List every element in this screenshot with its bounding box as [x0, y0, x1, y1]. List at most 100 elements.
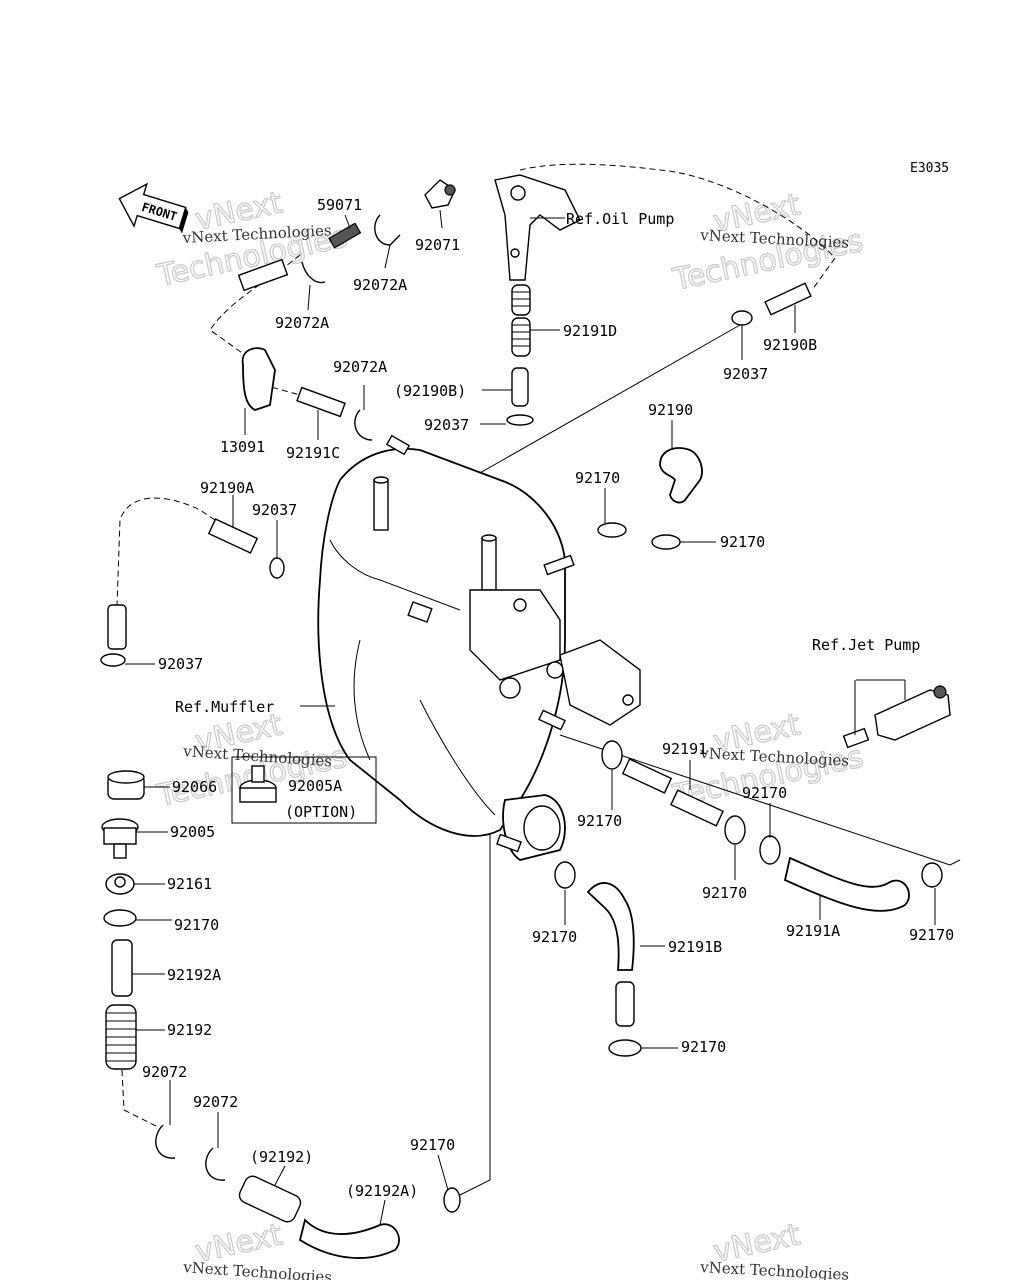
bracket-hole [510, 185, 526, 201]
clamp-92170-k [608, 1039, 642, 1057]
hose-92191-lower [670, 789, 724, 827]
label-92190B: 92190B [763, 336, 817, 354]
fitting-59071 [328, 222, 362, 249]
muffler-pipe-2 [481, 537, 497, 591]
fitting-92005 [101, 818, 139, 859]
jet-pump-body [874, 689, 951, 741]
hose-route-top [519, 163, 836, 291]
drain-line [459, 820, 491, 1196]
leader-jet-pump [854, 679, 906, 735]
option-fitting-body [239, 787, 277, 803]
label-92170-g: 92170 [742, 784, 787, 802]
spring-body [238, 1175, 302, 1223]
watermark-small: vNext Technologies [699, 1258, 850, 1280]
jet-pump-nipple [842, 727, 870, 749]
spring-upper [511, 284, 531, 316]
muffler-flange [559, 639, 641, 726]
label-92005: 92005 [170, 823, 215, 841]
spring-lower [511, 317, 531, 357]
muffler-edge [419, 699, 496, 816]
clip-shape [301, 261, 326, 284]
clip-92072A-top [374, 214, 401, 246]
jet-pump-cap [933, 685, 947, 699]
leader-92072A-left [307, 284, 311, 311]
part-13091 [241, 347, 276, 411]
label-92170-h: 92170 [532, 928, 577, 946]
spring-coils [106, 1012, 136, 1062]
label-92190B-paren: (92190B) [394, 382, 466, 400]
watermark-bottom-right: vNext vNext Technologies [699, 1217, 850, 1280]
label-92192: 92192 [167, 1021, 212, 1039]
hose-left-vertical [107, 604, 127, 650]
part-92071 [424, 179, 456, 209]
hose-route-left [209, 254, 301, 356]
flange-bolt [622, 694, 634, 706]
watermark-small: vNext Technologies [182, 1258, 333, 1280]
label-92072-b: 92072 [193, 1093, 238, 1111]
clamp-92170-c [103, 909, 137, 927]
hose-92190B [764, 282, 812, 316]
muffler-fitting [407, 601, 433, 623]
label-92191A: 92191A [786, 922, 840, 940]
diagram-code: E3035 [910, 161, 949, 176]
fitting-92071-cap [444, 184, 456, 196]
muffler-nipple-right [543, 554, 575, 576]
clamp-92170-b [651, 534, 681, 550]
leader-92170-d [437, 1154, 449, 1191]
pad-13091 [241, 347, 276, 411]
label-13091: 13091 [220, 438, 265, 456]
front-arrow: FRONT [118, 182, 189, 234]
hose-92191B-upper [586, 882, 635, 971]
leader-92192A-paren [379, 1199, 386, 1226]
label-92170-a: 92170 [575, 469, 620, 487]
clamp-92170-e [601, 740, 623, 770]
hose-92190B-paren [511, 367, 529, 407]
label-59071: 59071 [317, 196, 362, 214]
hose-92191C [296, 386, 346, 418]
option-fitting-nipple [251, 765, 265, 783]
label-oil-pump-ref: Ref.Oil Pump [566, 210, 674, 228]
label-92066: 92066 [172, 778, 217, 796]
part-59071 [328, 222, 362, 249]
label-option: (OPTION) [285, 803, 357, 821]
fitting-nipple [113, 843, 127, 859]
label-92170-c: 92170 [174, 916, 219, 934]
label-92161: 92161 [167, 875, 212, 893]
oil-pump-bracket [494, 174, 581, 281]
label-92037-low: 92037 [158, 655, 203, 673]
clamp-92170-h [554, 861, 576, 889]
hose-92190A [207, 518, 259, 554]
bracket-hole-2 [510, 248, 520, 258]
muffler-bolt [513, 598, 527, 612]
label-jet-pump-ref: Ref.Jet Pump [812, 636, 920, 654]
clamp-92170-i [921, 862, 943, 888]
muffler-assembly [317, 434, 641, 861]
muffler-nipple-bottom [496, 833, 522, 853]
label-92072A-left: 92072A [275, 314, 329, 332]
option-box-frame [231, 756, 377, 824]
muffler-housing [469, 589, 561, 681]
label-92170-k: 92170 [681, 1038, 726, 1056]
label-92037-left: 92037 [252, 501, 297, 519]
muffler-pipe-1-end [373, 476, 389, 484]
callout-labels: 59071 92071 92072A 92072A 92072A 13091 9… [142, 196, 954, 1200]
muffler-outlet-bore [523, 805, 561, 851]
muffler-port [499, 677, 521, 699]
label-92072A-top: 92072A [353, 276, 407, 294]
hose-92191-upper [621, 758, 673, 794]
clamp-92170-d [443, 1187, 461, 1213]
hose-route-pad [252, 381, 301, 396]
plug-top [107, 770, 145, 784]
muffler-pipe-2-end [481, 534, 497, 542]
label-92191D: 92191D [563, 322, 617, 340]
clip-92072A-mid [354, 409, 373, 441]
leader-59071 [344, 214, 351, 229]
label-muffler-ref: Ref.Muffler [175, 698, 274, 716]
clip-shape [374, 214, 401, 246]
spring-coils [512, 291, 530, 347]
leader-92071 [439, 209, 443, 229]
leader-92192-paren [274, 1165, 286, 1186]
hose-route-92190A [116, 497, 216, 606]
label-92190: 92190 [648, 401, 693, 419]
